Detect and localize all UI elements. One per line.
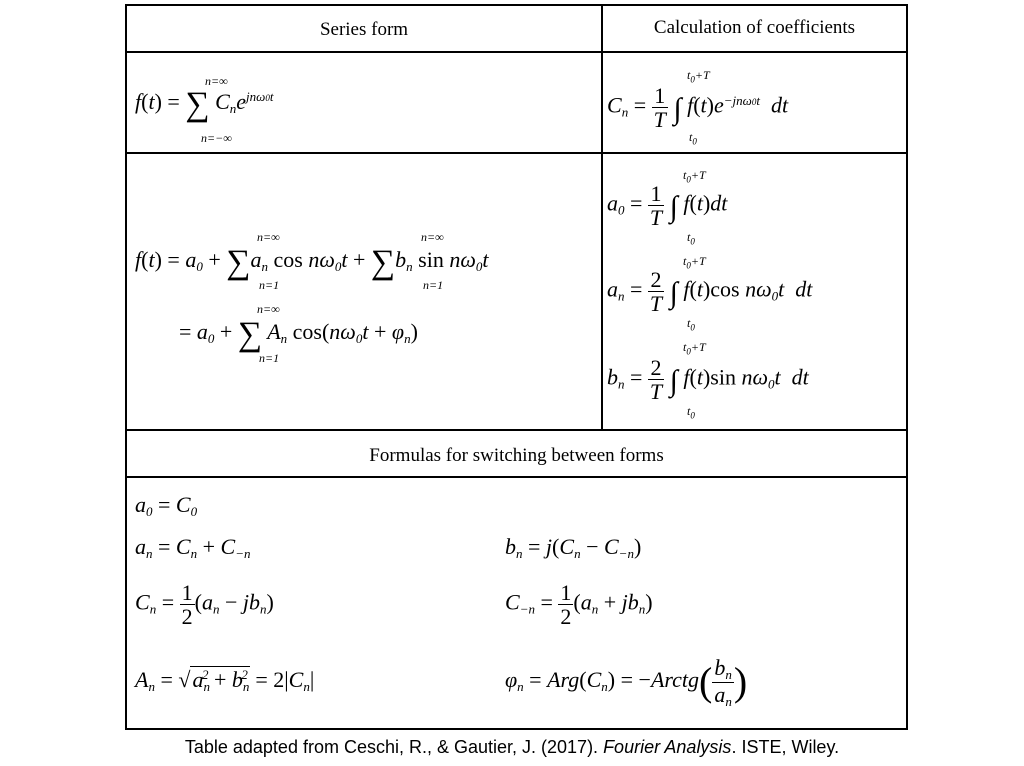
header-series-form: Series form <box>319 19 409 40</box>
row-divider-2 <box>127 152 906 154</box>
fourier-series-table: Series form Calculation of coefficients … <box>125 4 908 730</box>
a0-equals-c0-formula: a0 = C0 <box>135 492 198 519</box>
column-divider <box>601 6 603 429</box>
caption-prefix: Table adapted from Ceschi, R., & Gautier… <box>184 737 604 757</box>
bn-from-c-formula: bn = j(Cn − C−n) <box>505 534 642 561</box>
an-from-c-formula: an = Cn + C−n <box>135 534 251 561</box>
caption-book-title: Fourier Analysis <box>603 737 732 757</box>
header-switching-formulas: Formulas for switching between forms <box>369 445 664 466</box>
row-divider-4 <box>127 476 906 478</box>
caption-suffix: . ISTE, Wiley. <box>731 737 840 757</box>
amplitude-formula: An = √an2 + bn2 = 2|Cn| <box>135 666 315 694</box>
row-divider-3 <box>127 429 906 431</box>
header-calculation-coefficients: Calculation of coefficients <box>653 17 856 38</box>
table-caption: Table adapted from Ceschi, R., & Gautier… <box>0 737 1024 758</box>
row-divider-1 <box>127 51 906 53</box>
